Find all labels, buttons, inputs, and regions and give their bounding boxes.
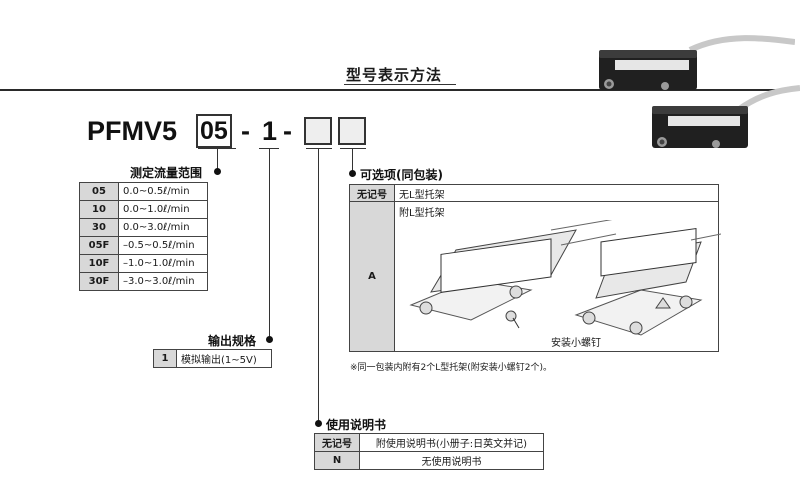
output-code-underline	[259, 148, 279, 149]
option-heading: 可选项(同包装)	[360, 168, 443, 182]
option-code: 无记号	[349, 184, 395, 202]
flow-value: 0.0~3.0ℓ/min	[118, 218, 208, 237]
model-dash-1: -	[241, 116, 250, 146]
leader-output	[269, 149, 270, 339]
range-code-underline	[198, 148, 236, 149]
option-value: 无L型托架	[394, 184, 719, 202]
manual-code: 无记号	[314, 433, 360, 452]
option-table: 无记号 无L型托架 A 附L型托架	[349, 184, 721, 352]
product-image-top	[595, 28, 796, 110]
option-box-underline	[306, 148, 332, 149]
header-rule	[0, 89, 800, 91]
output-value: 模拟输出(1~5V)	[176, 349, 272, 368]
page-title: 型号表示方法	[346, 66, 443, 84]
leader-option	[352, 149, 353, 173]
title-underline	[344, 84, 456, 85]
flow-code: 30	[79, 218, 119, 237]
leader-flow-range	[217, 149, 218, 171]
leader-dot-option	[349, 170, 356, 177]
flow-code: 05	[79, 182, 119, 201]
manual-box-underline	[340, 148, 366, 149]
product-image-bottom	[650, 72, 800, 164]
flow-range-heading: 测定流量范围	[130, 166, 203, 180]
table-row: 30F–3.0~3.0ℓ/min	[79, 272, 208, 291]
table-row: A 附L型托架	[349, 201, 721, 352]
model-prefix: PFMV5	[87, 116, 178, 146]
flow-code: 05F	[79, 236, 119, 255]
option-note: ※同一包装内附有2个L型托架(附安装小螺钉2个)。	[350, 363, 553, 373]
flow-value: –0.5~0.5ℓ/min	[118, 236, 208, 255]
model-output-code: 1	[262, 116, 278, 146]
leader-dot-output	[266, 336, 273, 343]
table-row: 05F–0.5~0.5ℓ/min	[79, 236, 208, 255]
bracket-illustration	[409, 220, 721, 336]
screw-label: 安装小螺钉	[551, 338, 601, 349]
model-option-box	[304, 117, 332, 145]
leader-dot-manual	[315, 420, 322, 427]
flow-code: 10	[79, 200, 119, 219]
manual-code: N	[314, 451, 360, 470]
option-code: A	[349, 201, 395, 352]
table-row: 10F–1.0~1.0ℓ/min	[79, 254, 208, 273]
flow-code: 30F	[79, 272, 119, 291]
output-code: 1	[153, 349, 177, 368]
flow-value: 0.0~0.5ℓ/min	[118, 182, 208, 201]
option-value: 附L型托架	[399, 208, 445, 219]
manual-heading: 使用说明书	[326, 418, 387, 432]
leader-dot-flow-range	[214, 168, 221, 175]
flow-value: –3.0~3.0ℓ/min	[118, 272, 208, 291]
flow-code: 10F	[79, 254, 119, 273]
manual-value: 附使用说明书(小册子:日英文并记)	[359, 433, 544, 452]
leader-manual	[318, 149, 319, 423]
flow-value: 0.0~1.0ℓ/min	[118, 200, 208, 219]
output-spec-heading: 输出规格	[208, 334, 257, 348]
model-manual-box	[338, 117, 366, 145]
option-value-cell: 附L型托架 安装小	[394, 201, 721, 352]
manual-table: 无记号 附使用说明书(小册子:日英文并记) N 无使用说明书	[314, 433, 544, 470]
table-row: 无记号 无L型托架	[349, 184, 719, 202]
manual-value: 无使用说明书	[359, 451, 544, 470]
flow-value: –1.0~1.0ℓ/min	[118, 254, 208, 273]
model-range-code: 05	[196, 114, 232, 148]
table-row: N 无使用说明书	[314, 451, 544, 470]
model-dash-2: -	[283, 116, 292, 146]
table-row: 无记号 附使用说明书(小册子:日英文并记)	[314, 433, 544, 452]
